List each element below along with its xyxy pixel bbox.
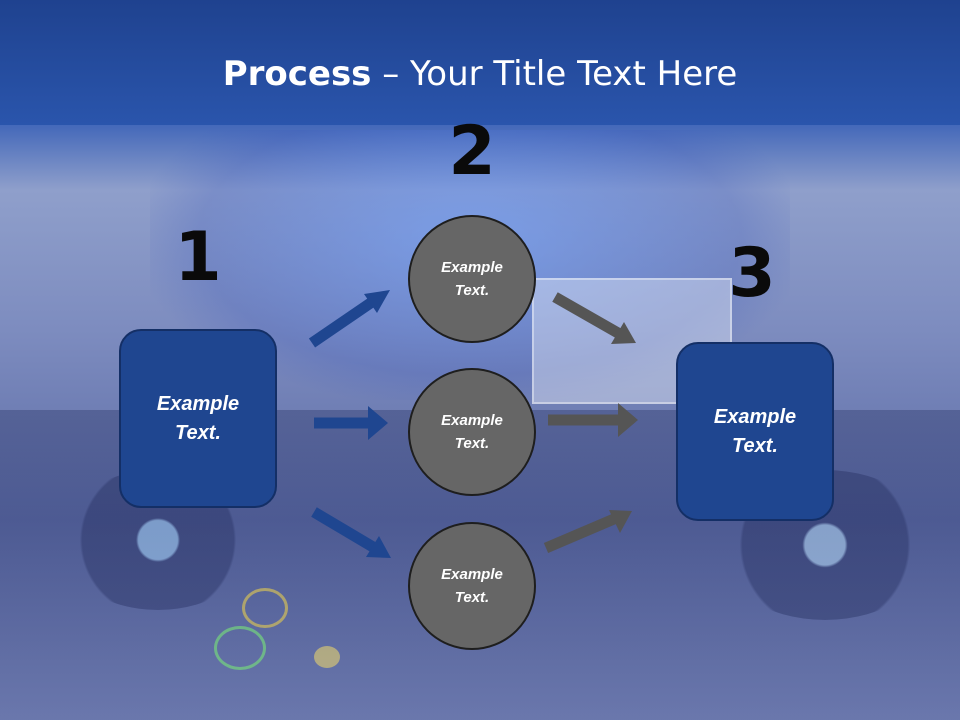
circle-middle-text: Example Text. [441,412,503,452]
title-bold: Process [222,54,372,94]
arrow-middle-to-right [548,403,638,437]
circle-bottom[interactable]: Example Text. [408,522,536,650]
box-left-text: Example Text. [156,392,240,444]
box-right[interactable]: Example Text. [676,342,834,521]
box-right-text: Example Text. [713,405,797,457]
circle-top-text: Example Text. [441,259,503,299]
step-number-1[interactable]: 1 [174,218,222,297]
circle-bottom-text: Example Text. [441,566,503,606]
arrow-left-to-bottom [311,507,391,558]
arrow-top-to-right [552,292,636,344]
slide-title[interactable]: Process – Your Title Text Here [0,52,960,96]
circle-middle[interactable]: Example Text. [408,368,536,496]
box-left[interactable]: Example Text. [119,329,277,508]
title-bar: Process – Your Title Text Here [0,0,960,125]
step-number-3[interactable]: 3 [728,234,776,313]
title-rest: – Your Title Text Here [371,54,738,94]
background-knob [242,588,288,628]
background-knob [314,646,340,668]
background-knob [214,626,266,670]
circle-top[interactable]: Example Text. [408,215,536,343]
arrow-bottom-to-right [543,510,632,554]
arrow-left-to-top [308,290,390,348]
step-number-2[interactable]: 2 [448,112,496,191]
arrow-left-to-middle [314,406,388,440]
